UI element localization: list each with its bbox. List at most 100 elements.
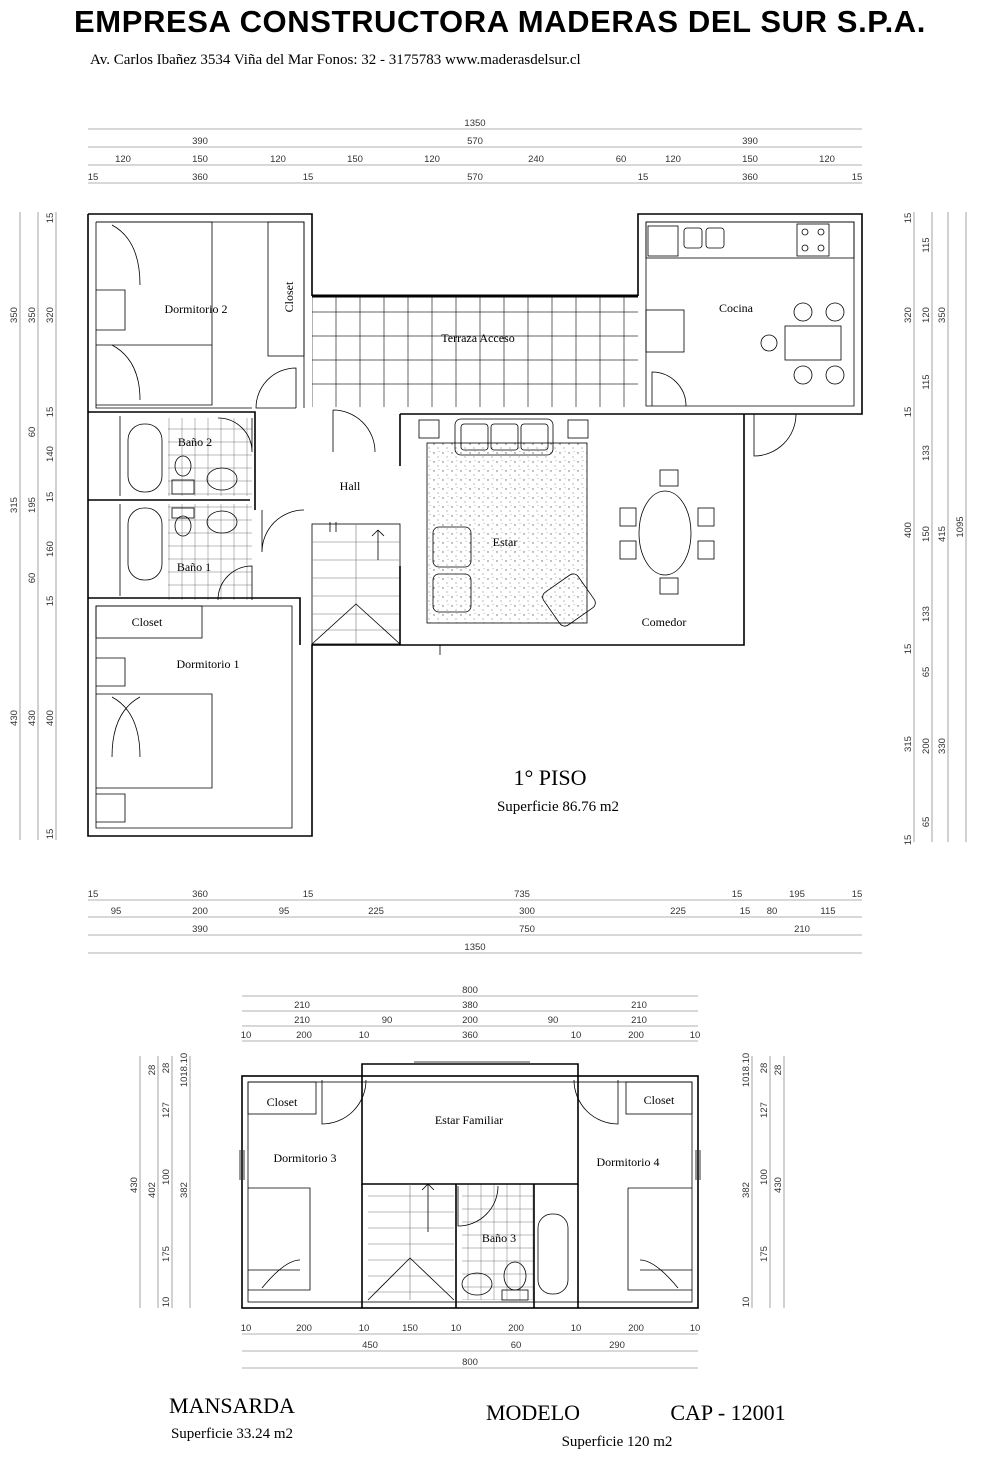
dimension-label: 315 (9, 497, 20, 513)
dimension-label: 570 (467, 136, 483, 147)
dimension-label: 127 (759, 1102, 770, 1118)
dimension-label: 15 (45, 407, 56, 418)
dimension-label: 430 (9, 710, 20, 726)
dimension-label: 120 (921, 307, 932, 323)
bano3-floor (462, 1184, 534, 1300)
dimension-label: 120 (819, 154, 835, 165)
room-label-cocina: Cocina (719, 301, 754, 315)
dimension-label: 28 (147, 1065, 158, 1076)
dimension-label: 95 (279, 906, 290, 917)
dimension-label: 390 (742, 136, 758, 147)
dimension-label: 1018.10 (179, 1053, 190, 1087)
dimension-label: 120 (270, 154, 286, 165)
dimension-label: 382 (179, 1182, 190, 1198)
dimension-label: 95 (111, 906, 122, 917)
dimension-label: 360 (462, 1030, 478, 1041)
dimension-label: 65 (921, 817, 932, 828)
room-label-closet-left: Closet (132, 615, 163, 629)
room-label-bano-2: Baño 2 (178, 435, 212, 449)
dimension-label: 200 (296, 1323, 312, 1334)
dimension-label: 150 (921, 526, 932, 542)
dimension-label: 200 (628, 1323, 644, 1334)
dimension-label: 290 (609, 1340, 625, 1351)
dimension-label: 15 (45, 596, 56, 607)
room-label-closet-m-left: Closet (267, 1095, 298, 1109)
dimension-label: 28 (759, 1063, 770, 1074)
dimension-label: 90 (548, 1015, 559, 1026)
dimension-label: 10 (451, 1323, 462, 1334)
company-name: EMPRESA CONSTRUCTORA MADERAS DEL SUR S.P… (74, 4, 926, 39)
dimension-label: 750 (519, 924, 535, 935)
dimension-label: 60 (27, 427, 38, 438)
dimension-label: 210 (294, 1000, 310, 1011)
dimension-label: 15 (638, 172, 649, 183)
dimension-label: 350 (937, 307, 948, 323)
dimension-label: 150 (402, 1323, 418, 1334)
dimension-label: 15 (45, 213, 56, 224)
dimension-label: 15 (303, 172, 314, 183)
room-label-comedor: Comedor (642, 615, 687, 629)
dimension-label: 15 (740, 906, 751, 917)
dimension-label: 10 (571, 1323, 582, 1334)
dimension-label: 300 (519, 906, 535, 917)
dimension-label: 115 (921, 374, 932, 389)
floor1-title: 1° PISO (514, 765, 587, 790)
room-label-dormitorio-2: Dormitorio 2 (165, 302, 228, 316)
dimension-label: 390 (192, 924, 208, 935)
company-address: Av. Carlos Ibañez 3534 Viña del Mar Fono… (90, 52, 581, 68)
dimension-label: 175 (759, 1246, 770, 1262)
dimension-label: 380 (462, 1000, 478, 1011)
dimension-label: 115 (921, 237, 932, 252)
dimension-label: 430 (27, 710, 38, 726)
dimension-label: 430 (773, 1177, 784, 1193)
dimension-label: 10 (690, 1030, 701, 1041)
dimension-label: 10 (741, 1297, 752, 1308)
dimension-label: 15 (88, 172, 99, 183)
dimension-label: 140 (45, 446, 56, 462)
dimension-label: 10 (571, 1030, 582, 1041)
dimension-label: 10 (241, 1323, 252, 1334)
dimension-label: 10 (359, 1030, 370, 1041)
dimension-label: 210 (631, 1015, 647, 1026)
dimension-label: 1018.10 (741, 1053, 752, 1087)
dimension-label: 240 (528, 154, 544, 165)
model-label: MODELO (486, 1400, 580, 1425)
dimension-label: 133 (921, 445, 932, 461)
dimension-label: 800 (462, 985, 478, 996)
dimension-label: 10 (241, 1030, 252, 1041)
dimension-label: 28 (161, 1063, 172, 1074)
dimension-label: 90 (382, 1015, 393, 1026)
dimension-label: 320 (45, 307, 56, 323)
dimension-label: 210 (794, 924, 810, 935)
room-label-bano-3: Baño 3 (482, 1231, 516, 1245)
dimension-label: 15 (903, 213, 914, 224)
room-label-dormitorio-3: Dormitorio 3 (274, 1151, 337, 1165)
dimension-label: 15 (852, 172, 863, 183)
dimension-label: 195 (789, 889, 805, 900)
dimension-label: 200 (508, 1323, 524, 1334)
dimension-label: 60 (27, 573, 38, 584)
dimension-label: 415 (937, 526, 948, 542)
dimension-label: 175 (161, 1246, 172, 1262)
terraza-floor (312, 296, 638, 407)
dimension-label: 200 (192, 906, 208, 917)
dimension-label: 450 (362, 1340, 378, 1351)
dimension-label: 1095 (955, 516, 966, 537)
dimension-label: 15 (88, 889, 99, 900)
dimension-label: 320 (903, 307, 914, 323)
dimension-label: 133 (921, 606, 932, 622)
dimension-label: 120 (424, 154, 440, 165)
dimension-label: 570 (467, 172, 483, 183)
dimension-label: 225 (670, 906, 686, 917)
room-label-estar-familiar: Estar Familiar (435, 1113, 503, 1127)
dimension-label: 28 (773, 1065, 784, 1076)
dimension-label: 150 (742, 154, 758, 165)
dimension-label: 360 (742, 172, 758, 183)
dimension-label: 127 (161, 1102, 172, 1118)
dimension-label: 210 (631, 1000, 647, 1011)
dimension-lines (19, 128, 967, 1369)
dimension-label: 200 (296, 1030, 312, 1041)
dimension-label: 10 (359, 1323, 370, 1334)
